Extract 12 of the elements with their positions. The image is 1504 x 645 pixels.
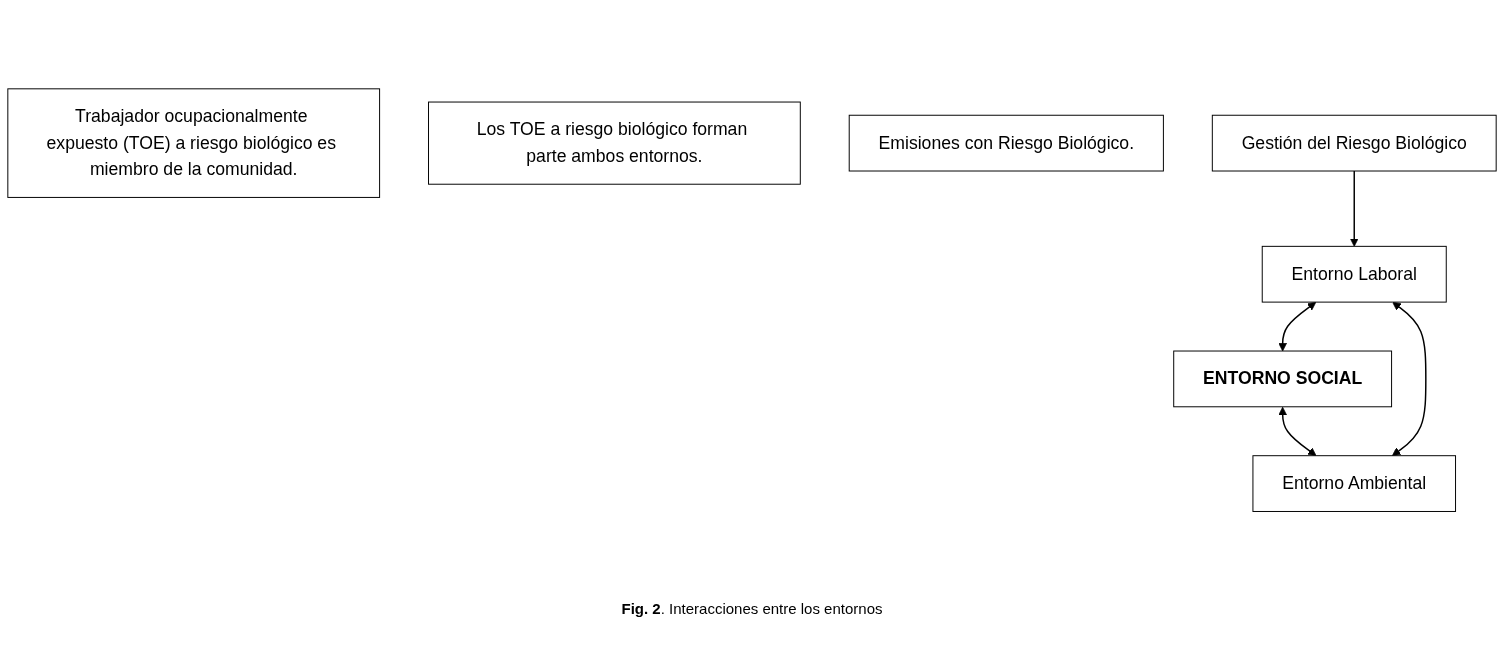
figure-caption: Fig. 2. Interacciones entre los entornos [620,600,884,617]
arrow [1392,301,1427,456]
node-box: Trabajador ocupacionalmente expuesto (TOE) a riesgo biológico es miembro de la comunidad. [7,88,381,198]
arrow [1278,406,1317,456]
node-box: ENTORNO SOCIAL [1173,350,1393,408]
node-box: Entorno Ambiental [1252,455,1457,512]
node-box: Los TOE a riesgo biológico forman parte ambos entornos. [428,101,801,185]
node-box: Emisiones con Riesgo Biológico. [848,114,1164,172]
arrow [1349,170,1359,247]
node-box: Gestión del Riesgo Biológico [1211,114,1497,172]
arrow [1278,301,1317,352]
node-box: Entorno Laboral [1261,245,1447,303]
